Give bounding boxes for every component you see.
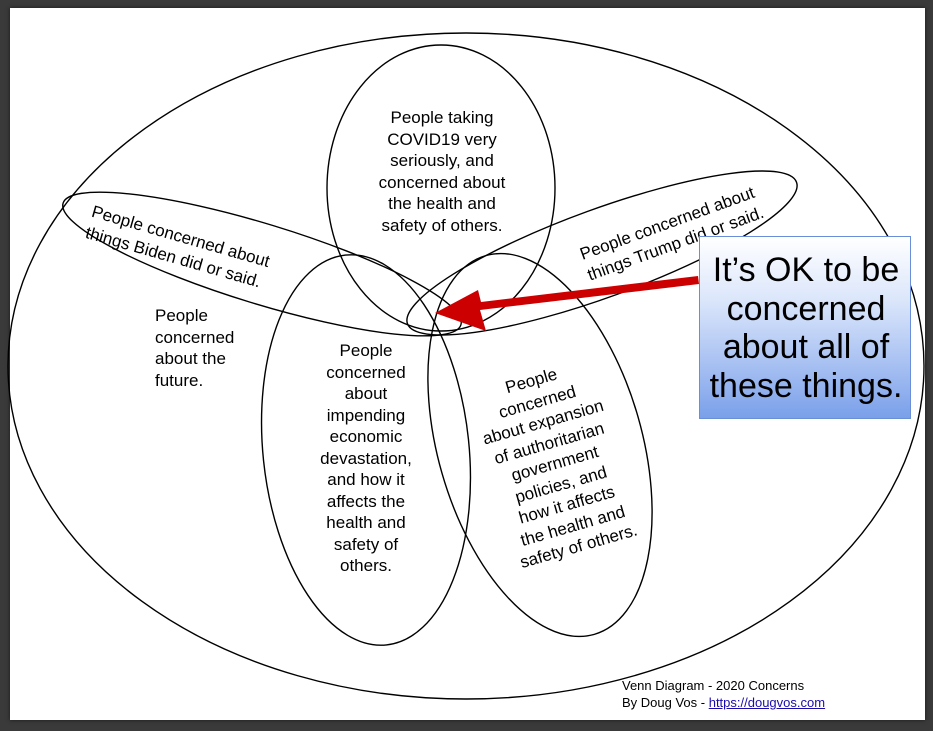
footer-author: By Doug Vos - (622, 695, 709, 710)
economic-label: People concerned about impending economi… (320, 341, 412, 575)
outer-label: People concerned about the future. (155, 306, 235, 390)
red-arrow (435, 276, 699, 331)
covid-label: People taking COVID19 very seriously, an… (378, 108, 506, 235)
footer-credit: Venn Diagram - 2020 Concerns By Doug Vos… (622, 677, 825, 711)
callout-text: It’s OK to be concerned about all of the… (709, 251, 903, 405)
footer-byline: By Doug Vos - https://dougvos.com (622, 694, 825, 711)
footer-title: Venn Diagram - 2020 Concerns (622, 678, 805, 693)
economic-ellipse (260, 254, 472, 646)
trump-ellipse (406, 170, 798, 336)
outer-ellipse (7, 32, 925, 700)
covid-ellipse (326, 44, 556, 332)
callout-box: It’s OK to be concerned about all of the… (699, 236, 911, 419)
authoritarian-ellipse (427, 252, 653, 638)
biden-ellipse (62, 191, 462, 337)
footer-link[interactable]: https://dougvos.com (708, 695, 826, 710)
